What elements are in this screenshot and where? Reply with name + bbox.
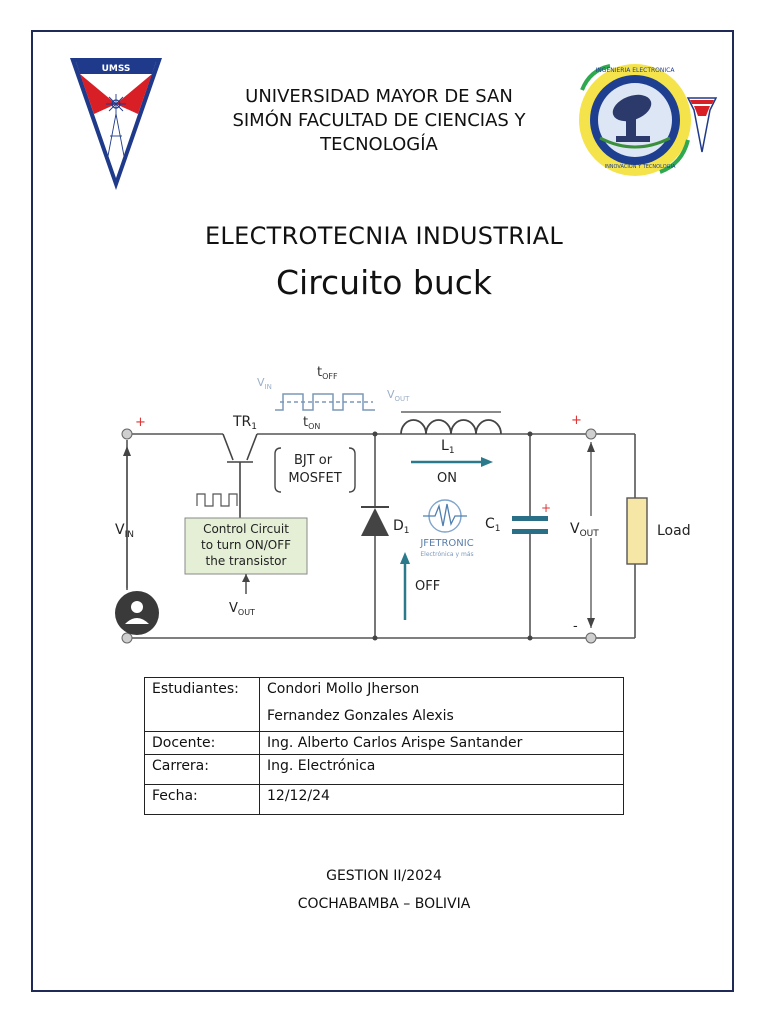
table-row: Docente: Ing. Alberto Carlos Arispe Sant…: [144, 731, 624, 755]
students-value: Condori Mollo Jherson Fernandez Gonzales…: [259, 677, 624, 732]
logo-right-motto: INNOVACION Y TECNOLOGIA: [605, 164, 676, 170]
load-label: Load: [657, 523, 691, 539]
watermark-name: JFETRONIC: [419, 538, 473, 549]
control-pulse: [196, 493, 238, 507]
l1-label: L1: [441, 438, 455, 456]
page-border: [31, 30, 734, 992]
pwm-waveform: [275, 393, 375, 411]
capacitor-symbol: [512, 516, 548, 521]
gestion-text: GESTION II/2024: [326, 868, 442, 884]
career-value: Ing. Electrónica: [259, 754, 624, 785]
table-row: Carrera: Ing. Electrónica: [144, 754, 624, 785]
d1-label: D1: [393, 518, 410, 536]
logo-right-text: INGENIERIA ELECTRONICA: [596, 67, 676, 74]
toff-label: tOFF: [317, 365, 338, 381]
city-text: COCHABAMBA – BOLIVIA: [297, 896, 471, 912]
info-table: Estudiantes: Condori Mollo Jherson Ferna…: [144, 677, 624, 815]
mosfet-label: MOSFET: [288, 471, 341, 486]
inductor-symbol: [400, 419, 502, 435]
on-label: ON: [437, 471, 457, 486]
watermark-tag: Electrónica y más: [420, 551, 473, 558]
vin-waveform-label: VIN: [257, 376, 272, 391]
jfetronic-watermark-icon: [423, 499, 467, 533]
umss-logo: UMSS: [70, 58, 162, 190]
plus-left-label: +: [135, 415, 146, 430]
vout-label: VOUT: [570, 521, 599, 539]
date-value: 12/12/24: [259, 784, 624, 815]
bjt-label: BJT or: [294, 453, 333, 468]
vout-waveform-label: VOUT: [387, 388, 410, 403]
control-line1: Control Circuit: [203, 522, 289, 536]
vout-control-label: VOUT: [229, 601, 255, 617]
date-label: Fecha:: [144, 784, 260, 815]
diode-symbol: [361, 508, 389, 536]
c1-label: C1: [485, 516, 501, 534]
students-label: Estudiantes:: [144, 677, 260, 732]
career-label: Carrera:: [144, 754, 260, 785]
tr1-label: TR1: [232, 414, 257, 432]
load-resistor: [626, 497, 648, 565]
electronics-engineering-logo: INGENIERIA ELECTRONICA INNOVACION Y TECN…: [579, 64, 718, 176]
minus-right-label: -: [573, 619, 578, 634]
avatar-icon: [115, 591, 159, 635]
ton-label: tON: [303, 415, 320, 431]
student-2: Fernandez Gonzales Alexis: [267, 708, 454, 724]
teacher-value: Ing. Alberto Carlos Arispe Santander: [259, 731, 624, 755]
control-line2: to turn ON/OFF: [201, 538, 291, 552]
control-circuit-box: [184, 517, 308, 575]
control-line3: the transistor: [206, 554, 287, 568]
teacher-label: Docente:: [144, 731, 260, 755]
buck-circuit-diagram: VIN tOFF tON VOUT + TR1 BJT or MOSFET: [105, 358, 705, 648]
student-1: Condori Mollo Jherson: [267, 681, 420, 697]
vin-label: VIN: [115, 522, 134, 540]
capacitor-plus: +: [541, 501, 551, 515]
umss-logo-text: UMSS: [102, 64, 131, 74]
document-title: Circuito buck: [275, 263, 492, 302]
transistor-symbol: [222, 433, 258, 518]
table-row: Estudiantes: Condori Mollo Jherson Ferna…: [144, 677, 624, 732]
table-row: Fecha: 12/12/24: [144, 784, 624, 815]
university-name: UNIVERSIDAD MAYOR DE SAN SIMÓN FACULTAD …: [232, 86, 526, 155]
subject-title: ELECTROTECNIA INDUSTRIAL: [204, 222, 564, 250]
off-label: OFF: [415, 579, 440, 594]
plus-right-label: +: [571, 413, 582, 428]
